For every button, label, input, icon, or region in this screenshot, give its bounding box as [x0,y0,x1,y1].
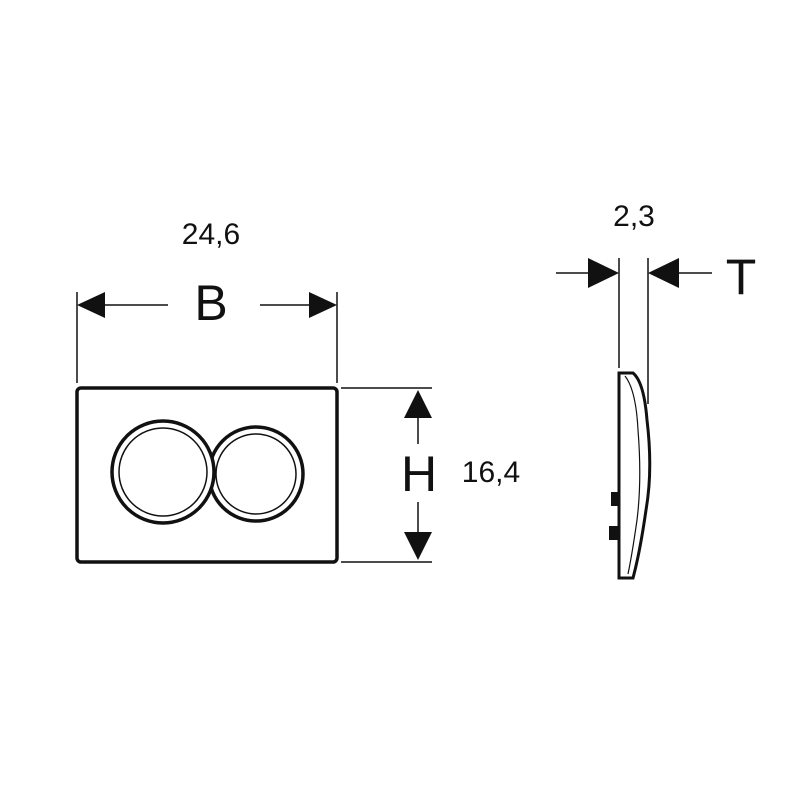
arrowhead-down [404,532,432,560]
mounting-clip-lower [609,526,619,540]
arrowhead-left [77,292,105,318]
width-dimension [76,292,338,383]
arrowhead-right [309,292,337,318]
depth-dimension [556,258,712,404]
arrowhead-depth-left [588,258,619,288]
width-symbol-label: B [194,275,227,331]
width-value-label: 24,6 [182,218,240,251]
arrowhead-depth-right [648,258,679,288]
plate-side-inner-edge [624,375,641,575]
flush-button-right [207,425,305,523]
plate-outline [75,386,339,564]
height-value-label: 16,4 [462,456,520,489]
front-view: 24,6 B H 16,4 [75,218,520,564]
height-symbol-label: H [401,446,437,502]
side-view: 2,3 T [556,200,757,580]
depth-symbol-label: T [726,249,757,305]
arrowhead-up [404,390,432,418]
flush-button-left [110,419,216,525]
depth-value-label: 2,3 [613,200,655,233]
mounting-clip-upper [611,492,619,506]
plate-side-profile [617,371,652,580]
height-dimension [341,387,432,563]
